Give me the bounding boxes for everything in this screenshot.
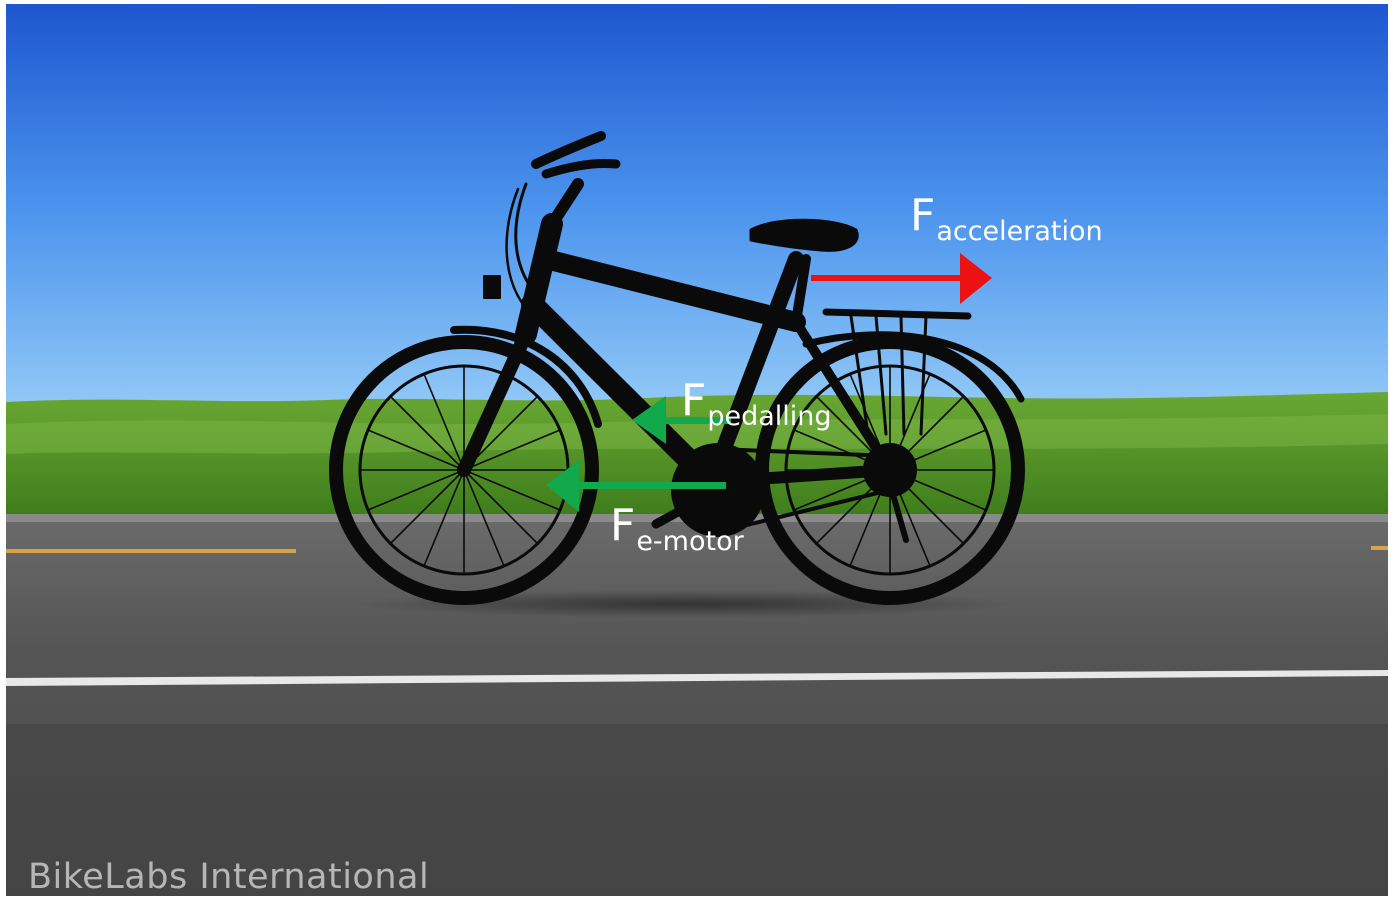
scene-illustration	[6, 4, 1388, 896]
force-symbol: F	[610, 500, 635, 551]
center-line-yellow-right	[1371, 546, 1388, 550]
force-subscript: pedalling	[707, 401, 831, 432]
force-subscript: acceleration	[936, 216, 1102, 247]
force-symbol: F	[681, 375, 706, 426]
acceleration-force-label: Facceleration	[910, 194, 1103, 238]
force-symbol: F	[910, 190, 935, 241]
sky	[6, 4, 1388, 424]
center-line-yellow-left	[6, 549, 296, 553]
force-subscript: e-motor	[636, 526, 743, 557]
pedalling-force-label: Fpedalling	[681, 379, 832, 423]
photo-scene: Facceleration Fpedalling Fe-motor BikeLa…	[6, 4, 1388, 896]
watermark-text: BikeLabs International	[28, 857, 429, 896]
emotor-force-label: Fe-motor	[610, 504, 744, 548]
